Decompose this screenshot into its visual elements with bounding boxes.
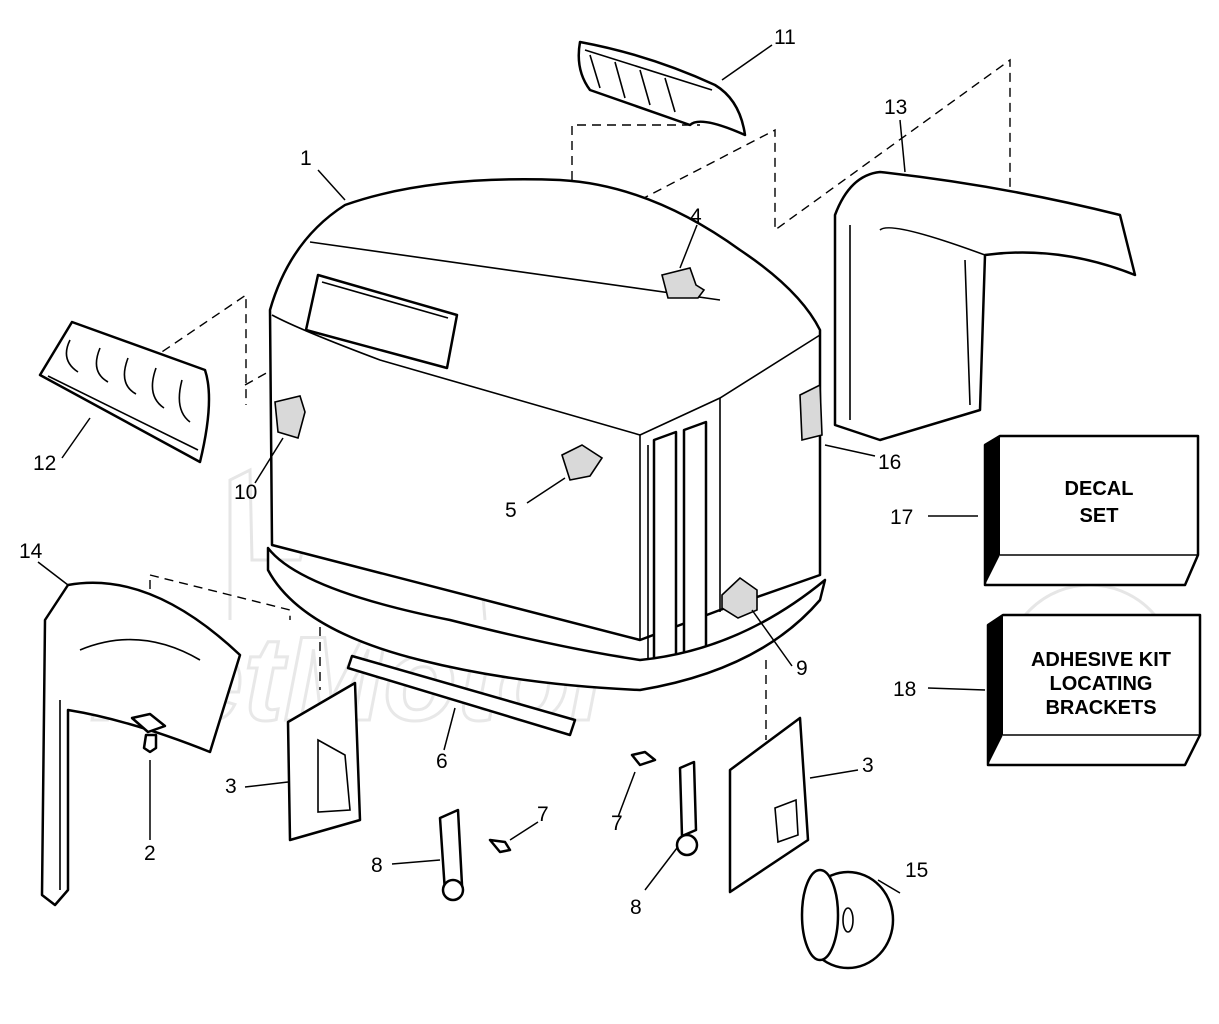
callout-5: 5 [505,499,517,522]
callout-8-right: 8 [630,896,642,919]
foam-pad-10 [274,395,306,440]
latch-right [678,760,698,838]
callout-7-left: 7 [537,803,549,826]
callout-13: 13 [884,96,907,119]
tape-roll [800,868,895,970]
callout-7-right: 7 [611,812,623,835]
adhesive-box-line2: LOCATING [1050,673,1153,695]
decal-box-line1: DECAL [1065,478,1134,500]
rear-cover-right [833,170,1137,442]
latch-right-knob [675,833,699,857]
leader-lines [37,44,986,894]
foam-pad-4 [661,267,706,299]
callout-2: 2 [144,842,156,865]
callout-11: 11 [774,26,796,49]
callout-14: 14 [19,540,43,563]
foam-pad-16 [799,383,823,442]
rear-cover-left [40,581,242,907]
adhesive-box-line3: BRACKETS [1045,697,1156,719]
callout-10: 10 [234,481,257,504]
side-vent-grille [38,320,211,464]
foam-pad-5 [561,444,604,481]
bracket-right [728,716,810,894]
adhesive-kit-box: ADHESIVE KIT LOCATING BRACKETS [986,613,1202,767]
decal-box-line2: SET [1080,505,1119,527]
latch-left-knob [441,878,465,902]
callout-18: 18 [893,678,916,701]
callout-1: 1 [300,147,312,170]
screw-2 [142,733,158,754]
decal-set-box: DECAL SET [983,434,1200,587]
callout-3-right: 3 [862,754,874,777]
callout-17: 17 [890,506,913,529]
callout-6: 6 [436,750,448,773]
callout-16: 16 [878,451,901,474]
callout-9: 9 [796,657,808,680]
alignment-lines [149,58,1011,740]
bracket-left [286,681,362,842]
seal-strip [346,654,577,737]
callout-8-left: 8 [371,854,383,877]
adhesive-box-line1: ADHESIVE KIT [1031,649,1171,671]
top-vent-grille [577,40,747,137]
foam-pad-9 [721,576,758,619]
callout-12: 12 [33,452,56,475]
callout-4: 4 [690,205,702,228]
screw-7-left [488,838,512,854]
callout-15: 15 [905,859,928,882]
callout-3-left: 3 [225,775,237,798]
screw-7-right [630,750,657,767]
callouts: 1 2 3 3 4 5 6 7 7 8 8 9 10 11 12 13 14 1… [19,26,928,919]
